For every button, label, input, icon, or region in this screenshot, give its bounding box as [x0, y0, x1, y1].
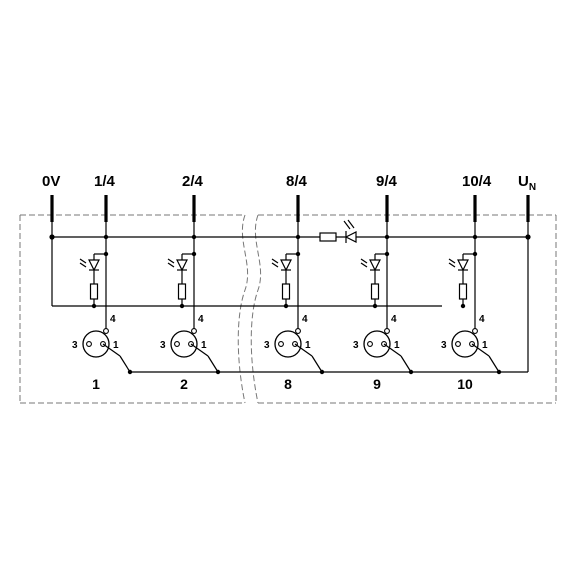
terminal-labels: 0V 1/4 2/4 8/4 9/4 10/4 UN [42, 173, 536, 193]
pin-label-1: 1 [305, 340, 311, 351]
channel-number: 9 [373, 376, 381, 392]
led-resistor [458, 283, 468, 300]
pin-label-1: 1 [482, 340, 488, 351]
led-resistor [177, 283, 187, 300]
m8-connector-icon [82, 328, 110, 358]
terminal-label-un: UN [518, 173, 536, 193]
terminal-label-10: 10/4 [462, 173, 492, 190]
status-led-icon [79, 258, 100, 272]
pin-label-3: 3 [264, 340, 270, 351]
channel-number: 8 [284, 376, 292, 392]
terminal-label-8: 8/4 [286, 173, 308, 190]
pin-label-1: 1 [201, 340, 207, 351]
pin-label-4: 4 [479, 314, 485, 325]
channel-2: 3 4 1 2 [160, 222, 219, 392]
pin-label-4: 4 [198, 314, 204, 325]
status-led-icon [448, 258, 469, 272]
led-resistor [89, 283, 99, 300]
terminal-label-9: 9/4 [376, 173, 398, 190]
terminal-stubs [50, 195, 530, 222]
pin-label-1: 1 [113, 340, 119, 351]
pin-label-4: 4 [391, 314, 397, 325]
status-led-icon [271, 258, 292, 272]
power-resistor [319, 232, 337, 242]
led-resistor [281, 283, 291, 300]
power-led-icon [343, 219, 357, 243]
channel-group: 3 4 1 1 3 4 1 2 3 4 1 8 3 4 1 9 3 4 1 10 [72, 222, 502, 392]
terminal-label-1: 1/4 [94, 173, 116, 190]
pin-label-3: 3 [160, 340, 166, 351]
status-led-icon [167, 258, 188, 272]
channel-8: 3 4 1 8 [264, 222, 323, 392]
housing-outline [19, 214, 557, 404]
channel-10: 3 4 1 10 [441, 222, 500, 392]
m8-connector-icon [363, 328, 391, 358]
channel-number: 1 [92, 376, 100, 392]
terminal-label-2: 2/4 [182, 173, 204, 190]
channel-9: 3 4 1 9 [353, 222, 412, 392]
m8-connector-icon [451, 328, 479, 358]
channel-number: 10 [457, 376, 473, 392]
channel-1: 3 4 1 1 [72, 222, 131, 392]
pin-label-1: 1 [394, 340, 400, 351]
power-indicator [319, 219, 357, 243]
pin-label-4: 4 [302, 314, 308, 325]
m8-connector-icon [170, 328, 198, 358]
supply-buses [49, 222, 531, 373]
pin-label-3: 3 [353, 340, 359, 351]
channel-number: 2 [180, 376, 188, 392]
terminal-label-0v: 0V [42, 173, 60, 190]
pin-label-3: 3 [72, 340, 78, 351]
m8-connector-icon [274, 328, 302, 358]
led-resistor [370, 283, 380, 300]
status-led-icon [360, 258, 381, 272]
pin-label-3: 3 [441, 340, 447, 351]
pin-label-4: 4 [110, 314, 116, 325]
